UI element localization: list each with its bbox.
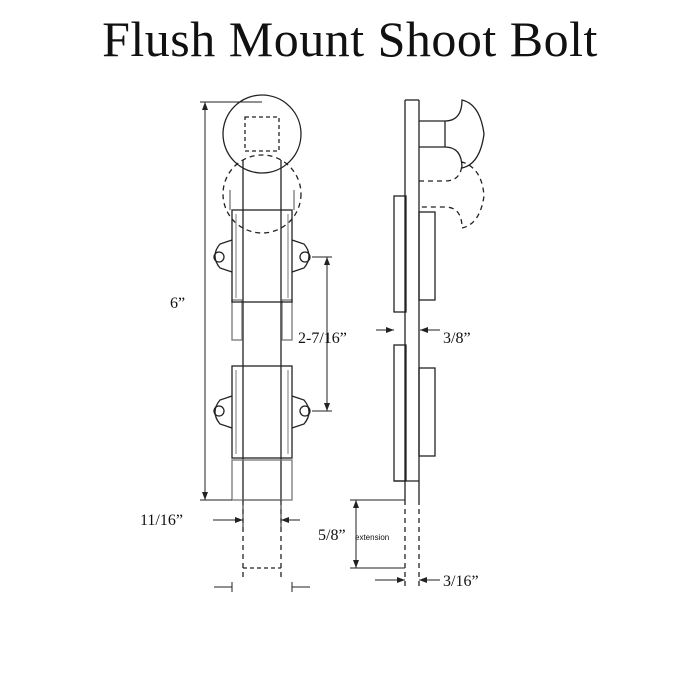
extension-note-label: extension (355, 533, 389, 542)
page-title: Flush Mount Shoot Bolt (102, 11, 598, 67)
hole-spacing-label: 2-7/16” (298, 330, 347, 347)
lower-bracket (231, 365, 293, 459)
upper-bracket (231, 209, 293, 303)
bolt-width-dimension-lines (213, 505, 310, 592)
side-knob (419, 99, 485, 169)
extension-label: 5/8” (318, 527, 346, 544)
bolt-width-label: 11/16” (140, 512, 183, 529)
extension-dimension-lines (350, 499, 405, 569)
side-view (393, 99, 485, 590)
length-dimension-lines (200, 101, 262, 501)
front-knob (222, 94, 302, 174)
thickness-label: 3/8” (443, 330, 471, 347)
bolt-depth-label: 3/16” (443, 573, 479, 590)
front-view (213, 94, 311, 580)
length-label: 6” (170, 295, 185, 312)
hole-spacing-dimension-lines (312, 256, 332, 412)
